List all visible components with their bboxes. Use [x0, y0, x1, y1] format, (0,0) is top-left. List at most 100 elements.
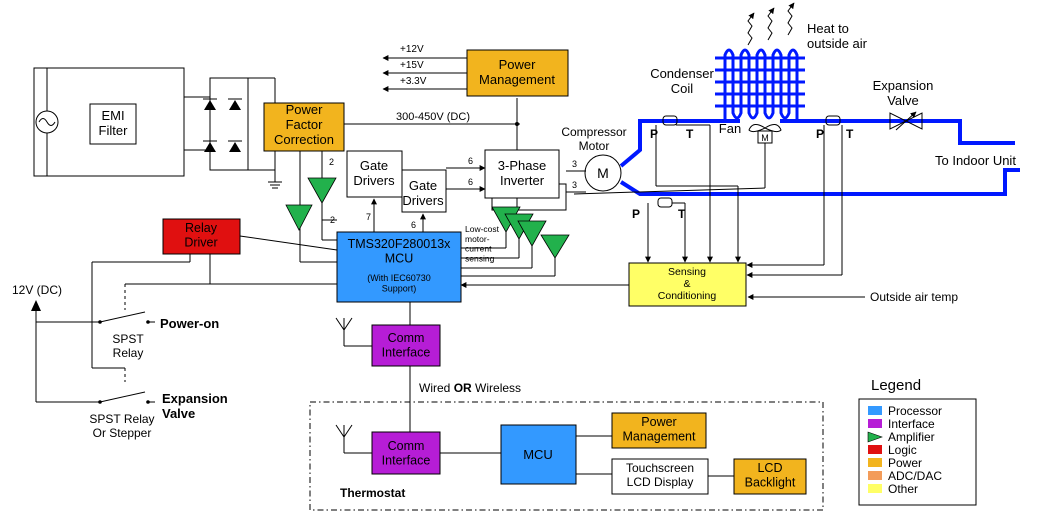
- svg-text:6: 6: [411, 220, 416, 230]
- legend-swatch-logic: [868, 445, 882, 454]
- amplifiers: [285, 151, 570, 277]
- svg-text:2: 2: [330, 215, 335, 225]
- amplifier-pfc-1: [285, 204, 313, 231]
- legend-swatch-processor: [868, 406, 882, 415]
- svg-text:7: 7: [366, 212, 371, 222]
- mcu-main-block: [336, 231, 462, 303]
- svg-text:2: 2: [329, 157, 334, 167]
- svg-text:T: T: [686, 127, 694, 141]
- svg-text:6: 6: [468, 177, 473, 187]
- to-indoor-label: To Indoor Unit: [935, 153, 1016, 168]
- mcu-thermo-label: MCU: [523, 447, 553, 462]
- svg-text:6: 6: [468, 156, 473, 166]
- legend-swatch-other: [868, 484, 882, 493]
- legend-label: Other: [888, 482, 918, 496]
- v12-label: +12V: [400, 44, 424, 55]
- pipe-return: [619, 168, 1020, 196]
- sensing-block: [628, 262, 747, 307]
- relay-circuit: [31, 300, 155, 404]
- outside-air-temp-label: Outside air temp: [870, 290, 958, 304]
- legend-label: Interface: [888, 417, 935, 431]
- svg-text:M: M: [761, 133, 769, 143]
- power-mgmt-thermo-block: [611, 412, 707, 449]
- pfc-block: [263, 102, 345, 152]
- legend-swatch-amplifier: [867, 431, 883, 443]
- antenna-top-icon: [335, 317, 372, 347]
- fan: M: [573, 124, 782, 195]
- svg-text:P: P: [632, 207, 640, 221]
- condenser-coil: [715, 48, 805, 121]
- v33-label: +3.3V: [400, 76, 427, 87]
- svg-text:P: P: [650, 127, 658, 141]
- sensing-label: Sensing&Conditioning: [658, 266, 717, 302]
- power-mgmt-top-block: [466, 49, 569, 97]
- legend-label: Processor: [888, 404, 942, 418]
- comm-interface-top-block: [371, 324, 441, 367]
- lcd-backlight-block: [733, 458, 807, 495]
- dc-bus-label: 300-450V (DC): [396, 111, 470, 123]
- inverter-block: [484, 149, 560, 199]
- antenna-thermo-icon: [335, 424, 372, 454]
- emi-filter-block: [89, 103, 137, 145]
- thermostat-region: [309, 401, 824, 511]
- legend-label: Amplifier: [888, 430, 935, 444]
- svg-text:M: M: [597, 165, 609, 181]
- legend-swatch-power: [868, 458, 882, 467]
- thermostat-label: Thermostat: [340, 486, 405, 500]
- heat-arrows: [747, 2, 795, 46]
- legend-label: ADC/DAC: [888, 469, 942, 483]
- gate-drivers-2-block: [401, 169, 447, 213]
- legend-title: Legend: [871, 377, 921, 394]
- link-label: Wired OR Wireless: [419, 381, 521, 395]
- legend-label: Power: [888, 456, 922, 470]
- sensor-group-suction: P T: [632, 197, 688, 263]
- legend-swatch-interface: [868, 419, 882, 428]
- legend-items: ProcessorInterfaceAmplifierLogicPowerADC…: [867, 404, 942, 496]
- expansion-valve: [889, 111, 923, 131]
- amplifier-pfc-2: [307, 177, 337, 204]
- power-on-label: Power-on: [160, 316, 219, 331]
- ac-source: [35, 110, 59, 134]
- amplifier-inv-4: [540, 234, 570, 259]
- sensor-group-liquid: P T: [746, 115, 854, 278]
- amplifier-inv-3: [517, 220, 547, 247]
- svg-text:P: P: [816, 127, 824, 141]
- comm-interface-thermo-block: [371, 431, 441, 475]
- svg-text:T: T: [846, 127, 854, 141]
- touchscreen-block: [611, 458, 709, 495]
- emi-frame: [33, 67, 185, 177]
- svg-text:3: 3: [572, 159, 577, 169]
- pipe-to-condenser: [619, 119, 740, 168]
- pipe-liquid: [780, 119, 1015, 145]
- legend-swatch-adc-dac: [868, 471, 882, 480]
- legend-label: Logic: [888, 443, 917, 457]
- gate-drivers-1-block: [346, 150, 403, 198]
- v15-label: +15V: [400, 60, 424, 71]
- mcu-thermo-block: [500, 424, 577, 485]
- compressor-motor: [584, 154, 622, 192]
- fan-label: Fan: [719, 121, 741, 136]
- supply-12v-label: 12V (DC): [12, 283, 62, 297]
